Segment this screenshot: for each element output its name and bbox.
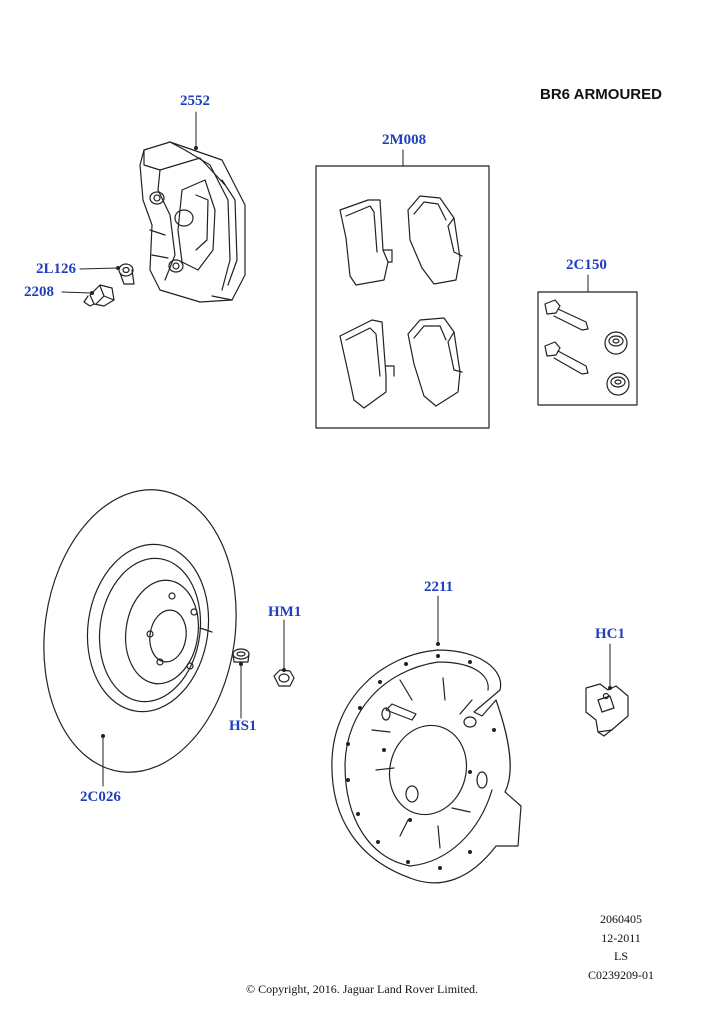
callout-caliper[interactable]: 2552 (180, 93, 210, 109)
callout-bleed-screw[interactable]: 2208 (24, 284, 54, 300)
dust-shield[interactable] (331, 649, 522, 884)
screw-part[interactable] (232, 648, 250, 663)
diagram-title: BR6 ARMOURED (540, 86, 662, 103)
callout-shield[interactable]: 2211 (424, 579, 454, 595)
callout-clip[interactable]: HC1 (595, 626, 625, 642)
callout-bracket-kit[interactable]: 2C150 (566, 257, 607, 273)
clip-part[interactable] (585, 683, 629, 737)
leader-lines (61, 111, 611, 787)
brake-caliper[interactable] (139, 141, 246, 303)
guide-pins[interactable] (544, 299, 630, 396)
callout-pads[interactable]: 2M008 (382, 132, 427, 148)
pads-box (315, 165, 490, 429)
nut-part[interactable] (273, 669, 295, 687)
callout-washer[interactable]: 2L126 (36, 261, 77, 277)
callout-screw[interactable]: HS1 (229, 718, 257, 734)
bleed-screw-part[interactable] (83, 284, 115, 307)
meta-date: 12-2011 (601, 930, 641, 945)
callout-nut[interactable]: HM1 (268, 604, 302, 620)
drawing-meta: 2060405 12-2011 LS C0239209-01 (580, 910, 662, 984)
washer-part[interactable] (118, 263, 135, 285)
copyright-notice: © Copyright, 2016. Jaguar Land Rover Lim… (245, 982, 479, 996)
meta-ref: C0239209-01 (588, 967, 654, 982)
leader-dots (90, 146, 612, 738)
meta-initials: LS (613, 949, 628, 963)
brake-pads[interactable] (339, 195, 463, 409)
callout-disc[interactable]: 2C026 (80, 789, 121, 805)
brake-disc[interactable] (26, 477, 254, 785)
meta-code: 2060405 (600, 912, 642, 926)
